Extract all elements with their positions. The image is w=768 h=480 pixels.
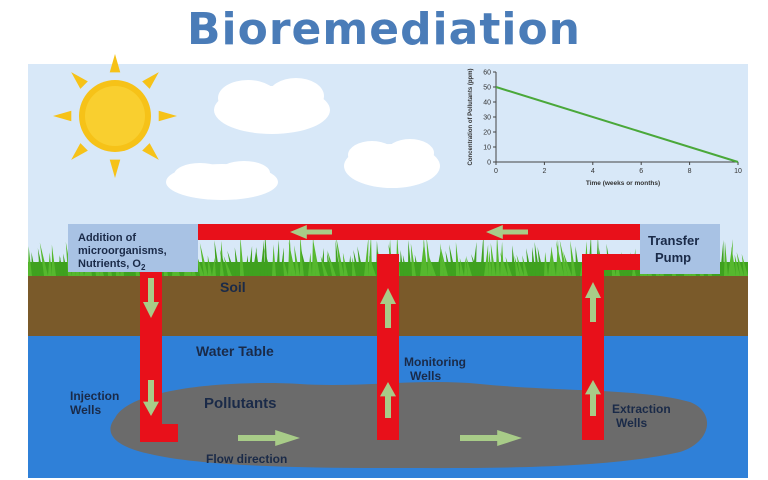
flow-arrow-icon <box>585 380 601 416</box>
injection-well-foot <box>140 424 178 442</box>
flow-arrow-icon <box>290 225 332 239</box>
y-tick-label: 0 <box>487 160 491 167</box>
pollutant-plume <box>110 382 708 469</box>
x-tick-label: 6 <box>639 168 643 175</box>
monitoring-wells-label: Monitoring Wells <box>404 355 469 383</box>
x-tick-label: 8 <box>688 168 692 175</box>
y-axis-label: Concentration of Pollutants (ppm) <box>468 69 474 166</box>
flow-arrow-icon <box>460 430 522 446</box>
soil-label: Soil <box>220 279 246 295</box>
flow-arrow-icon <box>143 380 159 416</box>
y-tick-label: 10 <box>483 145 491 152</box>
addition-box <box>68 224 198 272</box>
water-table-label: Water Table <box>196 343 274 359</box>
flow-direction-label: Flow direction <box>206 452 287 466</box>
transfer-pump-box <box>640 224 720 274</box>
injection-wells-label: Injection Wells <box>70 389 123 417</box>
series-line <box>495 86 739 163</box>
flow-arrow-icon <box>380 382 396 418</box>
flow-arrow-icon <box>585 282 601 322</box>
flow-arrows <box>143 225 601 446</box>
flow-arrow-icon <box>486 225 528 239</box>
extraction-wells-label: Extraction Wells <box>612 402 674 430</box>
y-tick-label: 60 <box>483 70 491 77</box>
pump-connector-pipe <box>582 254 642 270</box>
addition-label: Addition of microorganisms, Nutrients, O… <box>78 232 170 272</box>
injection-well-pipe <box>140 268 162 442</box>
x-tick-label: 4 <box>591 168 595 175</box>
y-tick-label: 30 <box>483 115 491 122</box>
top-pipe <box>198 224 642 240</box>
flow-arrow-icon <box>380 288 396 328</box>
y-tick-label: 50 <box>483 85 491 92</box>
flow-arrow-icon <box>238 430 300 446</box>
cloud-icon <box>214 78 330 134</box>
page-title: Bioremediation <box>186 4 581 55</box>
x-axis-label: Time (weeks or months) <box>586 180 660 187</box>
pollutants-label: Pollutants <box>204 395 277 412</box>
x-tick-label: 0 <box>494 168 498 175</box>
flow-arrow-icon <box>143 278 159 318</box>
cloud-icon <box>344 139 440 188</box>
x-tick-label: 10 <box>734 168 742 175</box>
y-tick-label: 20 <box>483 130 491 137</box>
cloud-icon <box>166 161 278 200</box>
sun-icon <box>53 54 177 178</box>
transfer-pump-label: Transfer Pump <box>648 233 703 265</box>
y-tick-label: 40 <box>483 100 491 107</box>
x-tick-label: 2 <box>542 168 546 175</box>
